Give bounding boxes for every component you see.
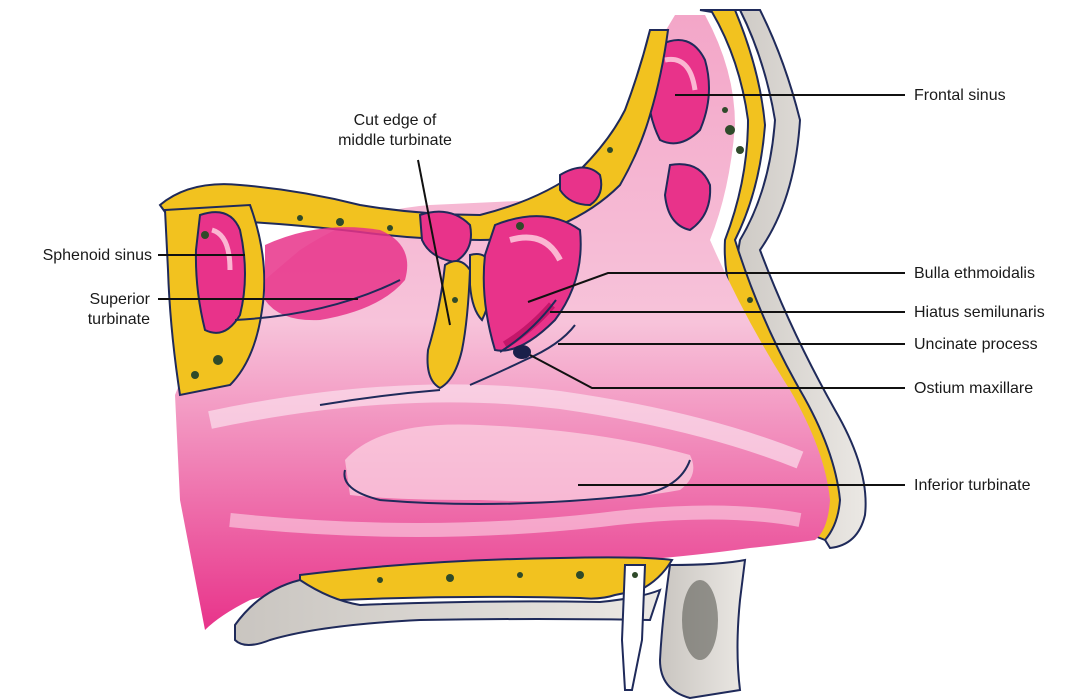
label-hiatus-semilunaris: Hiatus semilunaris [914,303,1045,323]
label-superior-turbinate: Superior turbinate [0,290,150,330]
label-cut-edge-line1: Cut edge of [300,111,490,131]
label-sphenoid-sinus: Sphenoid sinus [0,246,152,266]
label-bulla-ethmoidalis: Bulla ethmoidalis [914,264,1035,284]
label-ostium-maxillare: Ostium maxillare [914,379,1033,399]
label-frontal-sinus: Frontal sinus [914,86,1006,106]
sphenoid-sinus [196,212,245,333]
incisor-tooth [622,565,645,690]
label-cut-edge-middle-turbinate: Cut edge of middle turbinate [300,111,490,151]
label-superior-turbinate-line2: turbinate [0,310,150,330]
label-cut-edge-line2: middle turbinate [300,131,490,151]
ostium-maxillare [513,345,531,359]
label-superior-turbinate-line1: Superior [0,290,150,310]
label-inferior-turbinate: Inferior turbinate [914,476,1031,496]
label-uncinate-process: Uncinate process [914,335,1038,355]
